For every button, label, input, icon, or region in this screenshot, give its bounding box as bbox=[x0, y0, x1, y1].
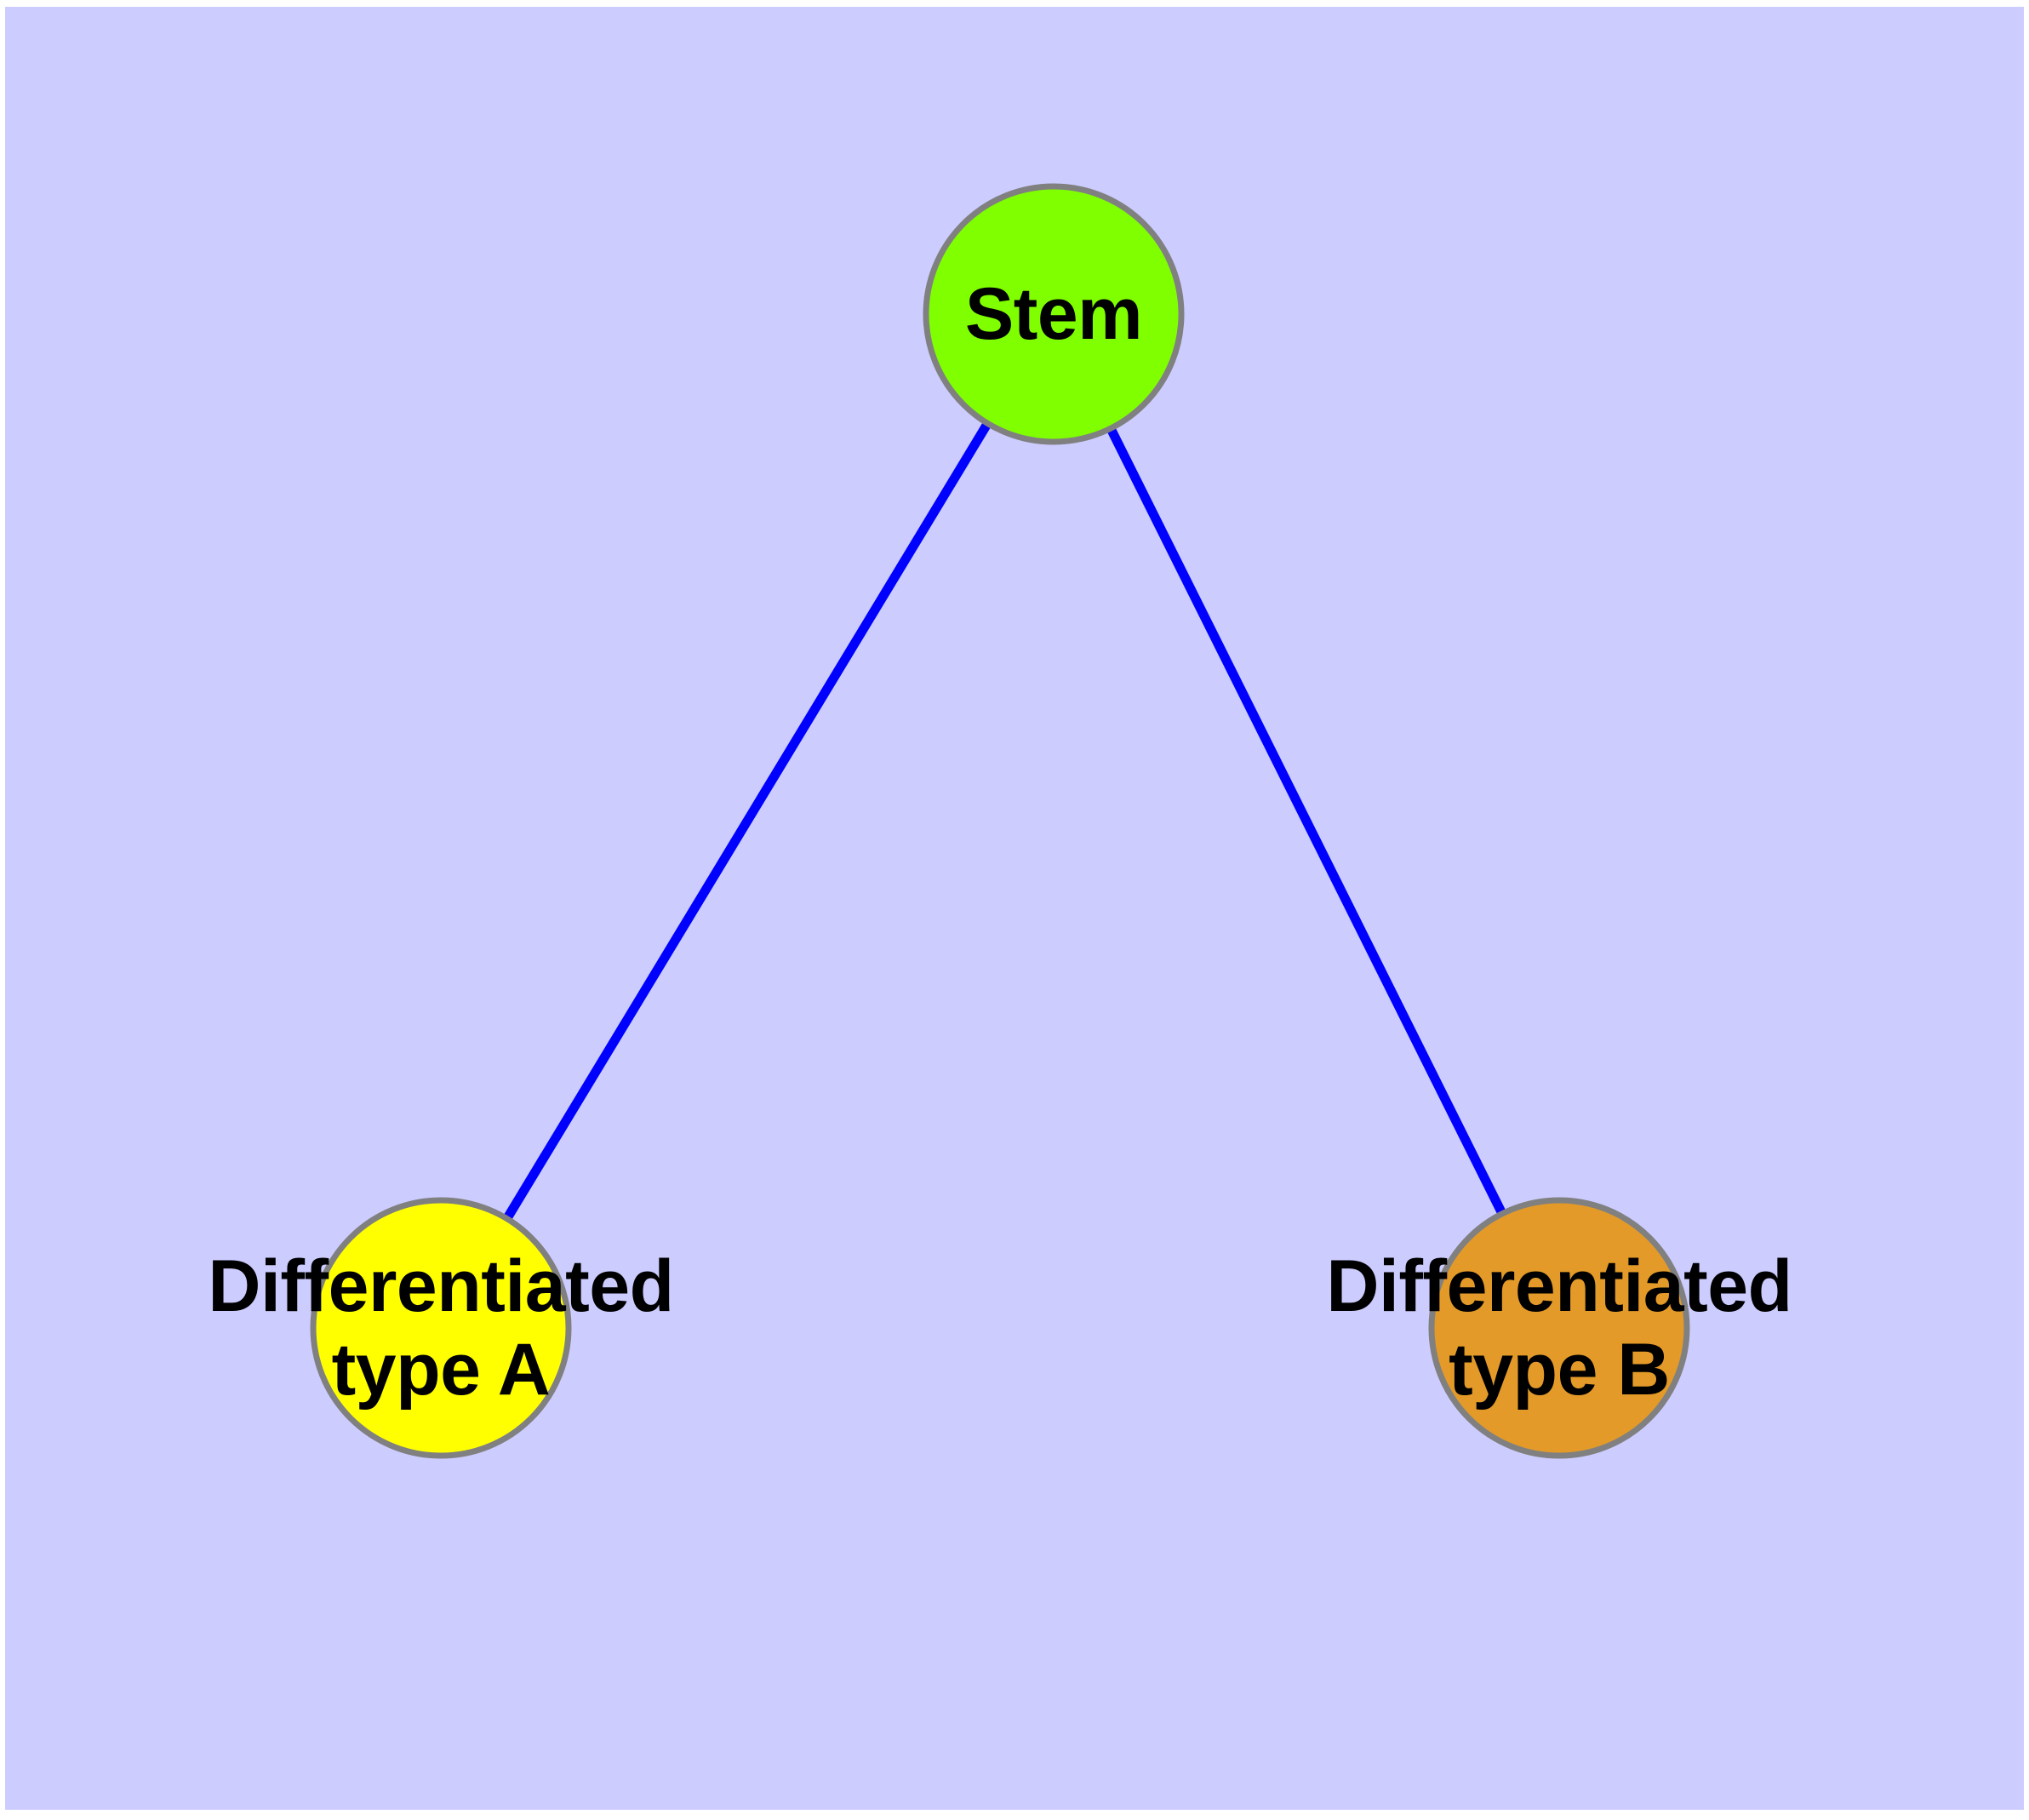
graph-node-stem[interactable] bbox=[923, 183, 1185, 445]
graph-node-diff_b[interactable] bbox=[1428, 1197, 1690, 1459]
graph-svg bbox=[310, 183, 1690, 1459]
nodes-group bbox=[310, 183, 1690, 1459]
graph-node-diff_a[interactable] bbox=[310, 1197, 572, 1459]
graph-edge-stem-to-diff_a bbox=[501, 419, 993, 1223]
edges-group bbox=[501, 419, 1507, 1223]
graph-edge-stem-to-diff_b bbox=[1106, 424, 1507, 1218]
